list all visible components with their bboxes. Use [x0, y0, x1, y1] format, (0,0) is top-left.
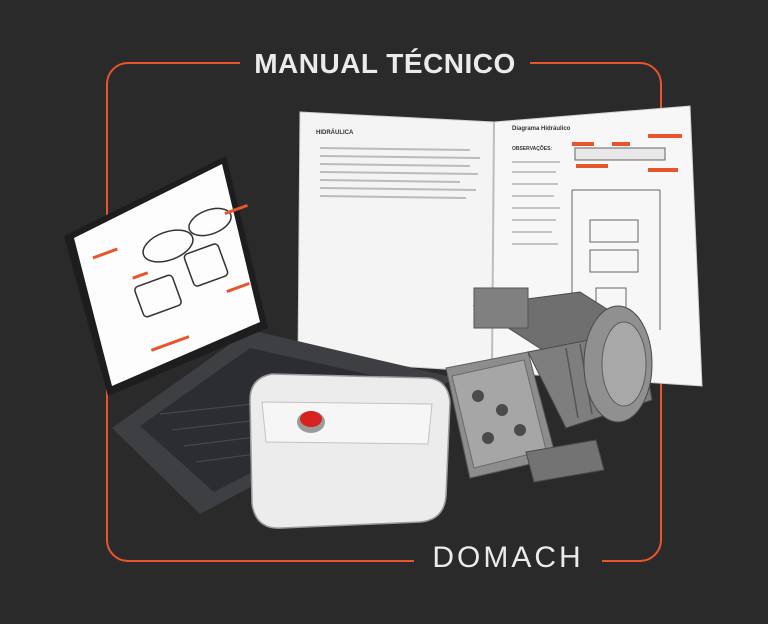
title-gap	[240, 44, 530, 84]
manual-right-heading: Diagrama Hidráulico	[512, 126, 571, 132]
page-title: MANUAL TÉCNICO	[254, 48, 516, 79]
manual-left-heading: HIDRÁULICA	[316, 129, 354, 136]
manual-right-subheading: OBSERVAÇÕES:	[512, 145, 552, 152]
brand-logo: DOMACH	[432, 541, 584, 574]
hydraulic-unit	[249, 287, 653, 529]
brand-gap	[414, 536, 602, 580]
